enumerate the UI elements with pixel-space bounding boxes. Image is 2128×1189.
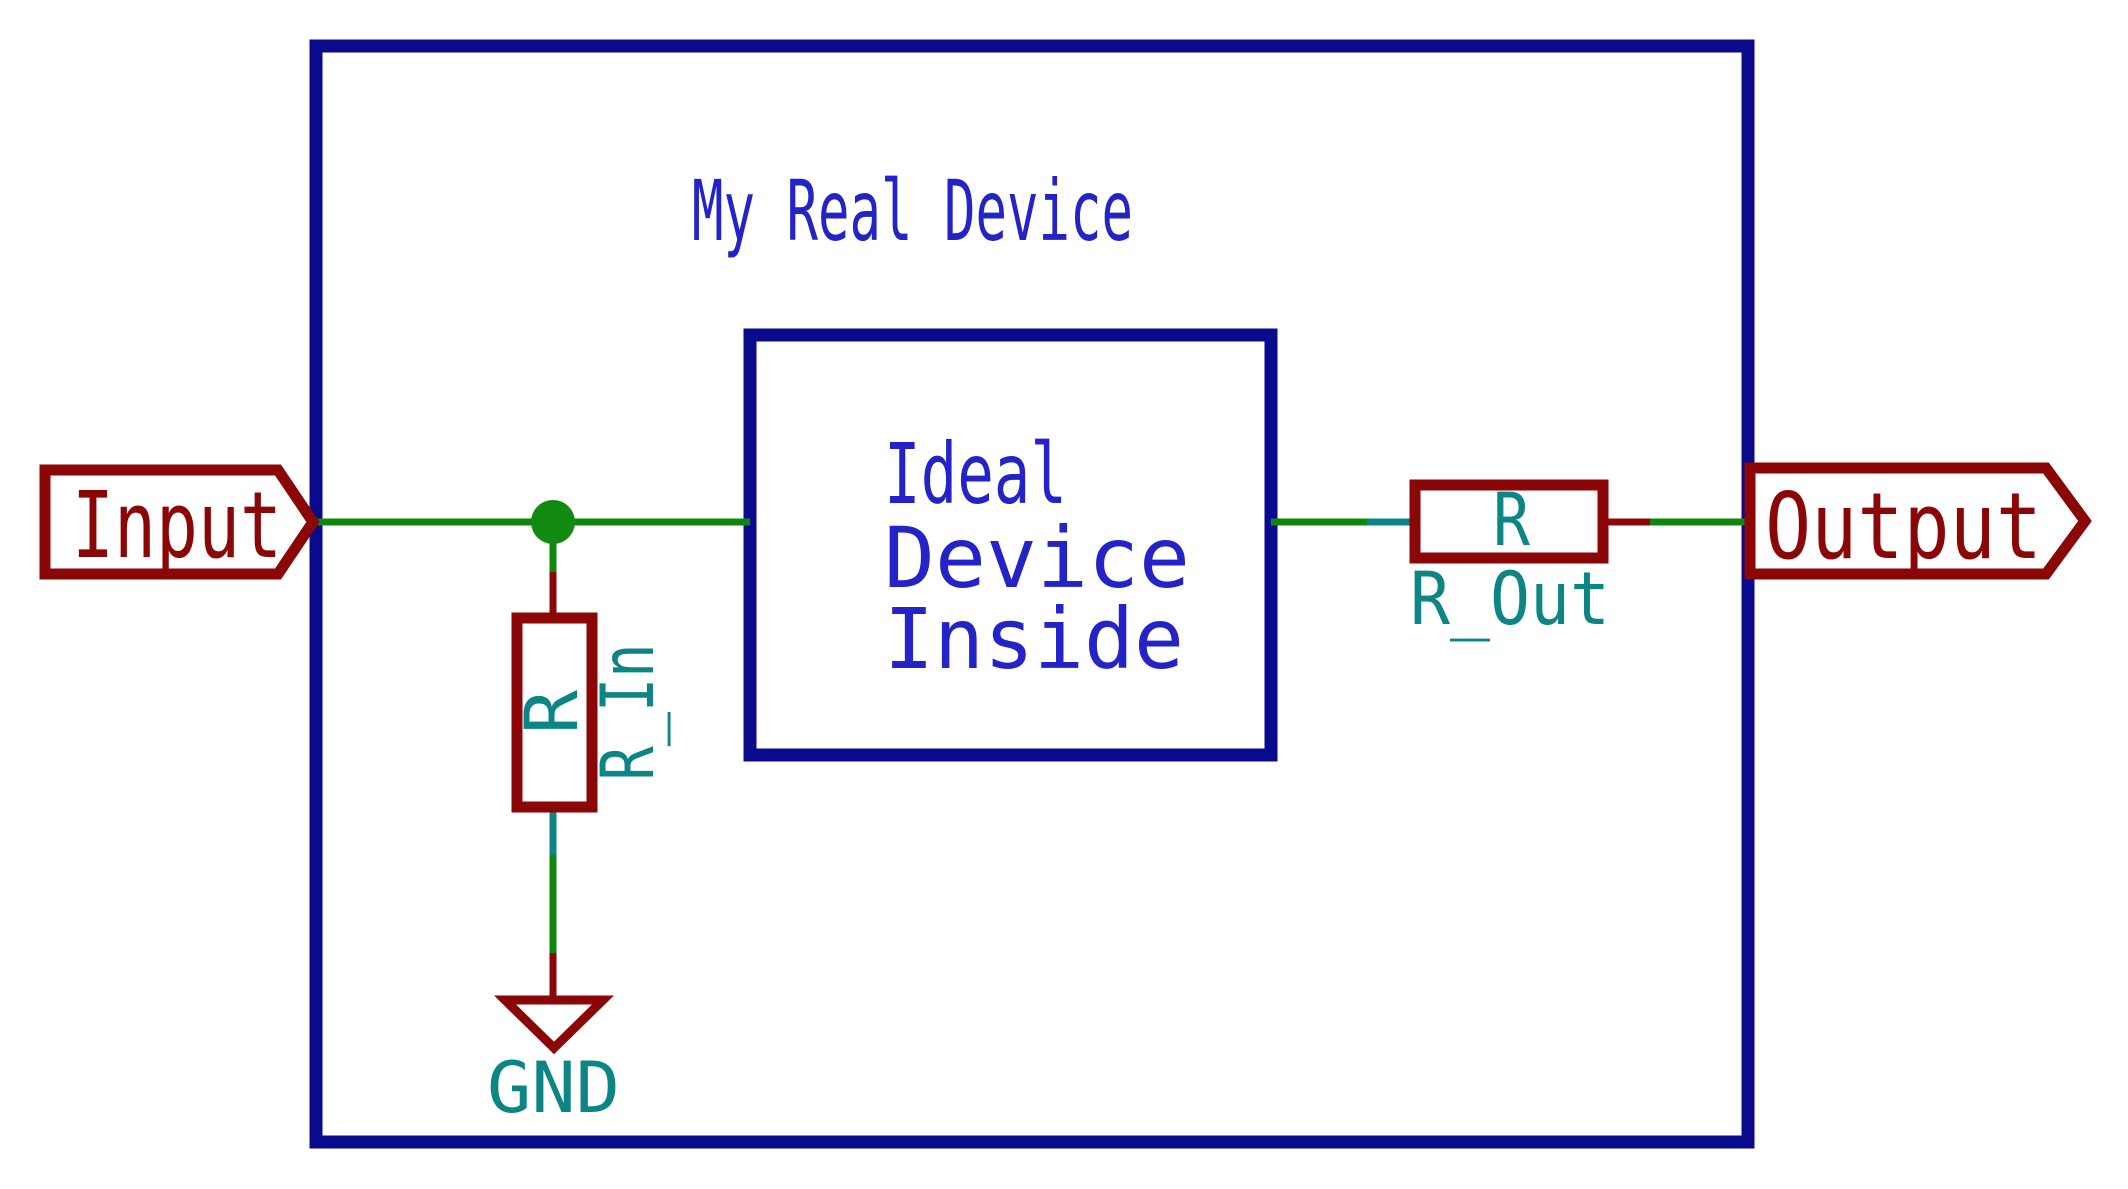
wire-junction-dot[interactable] [531, 500, 575, 544]
rout-fields: R R_Out [1410, 478, 1610, 642]
inner-device-text-line1[interactable]: Ideal [884, 425, 1067, 523]
inner-device-text-line3[interactable]: Inside [884, 590, 1184, 688]
resistor-bodies [511, 479, 1609, 813]
rout-value-label[interactable]: R_Out [1410, 557, 1610, 642]
inner-device-text-line2[interactable]: Device [884, 509, 1190, 607]
gnd-symbol[interactable]: GND [487, 995, 620, 1129]
resistor-rin-body[interactable] [511, 612, 598, 813]
inner-device-box[interactable] [743, 328, 1278, 762]
output-label-flag-icon[interactable] [1744, 462, 2092, 580]
rin-fields: R R_In [510, 644, 671, 781]
outer-device-title[interactable]: My Real Device [692, 162, 1133, 260]
outer-device-box[interactable] [309, 39, 1755, 1149]
output-label-text[interactable]: Output [1765, 473, 2042, 580]
inner-device-text[interactable]: Ideal Device Inside [884, 425, 1190, 688]
rin-value-label[interactable]: R_In [586, 644, 671, 781]
gnd-net-label[interactable]: GND [487, 1047, 620, 1129]
input-hierarchical-label[interactable]: Input [39, 464, 320, 580]
gnd-triangle-icon[interactable] [493, 995, 615, 1055]
rin-reference-label[interactable]: R [510, 690, 595, 734]
output-hierarchical-label[interactable]: Output [1744, 462, 2092, 580]
rout-reference-label[interactable]: R [1493, 478, 1530, 563]
input-label-text[interactable]: Input [72, 472, 282, 579]
input-label-flag-icon[interactable] [39, 464, 320, 580]
resistor-rout-body[interactable] [1409, 479, 1609, 564]
